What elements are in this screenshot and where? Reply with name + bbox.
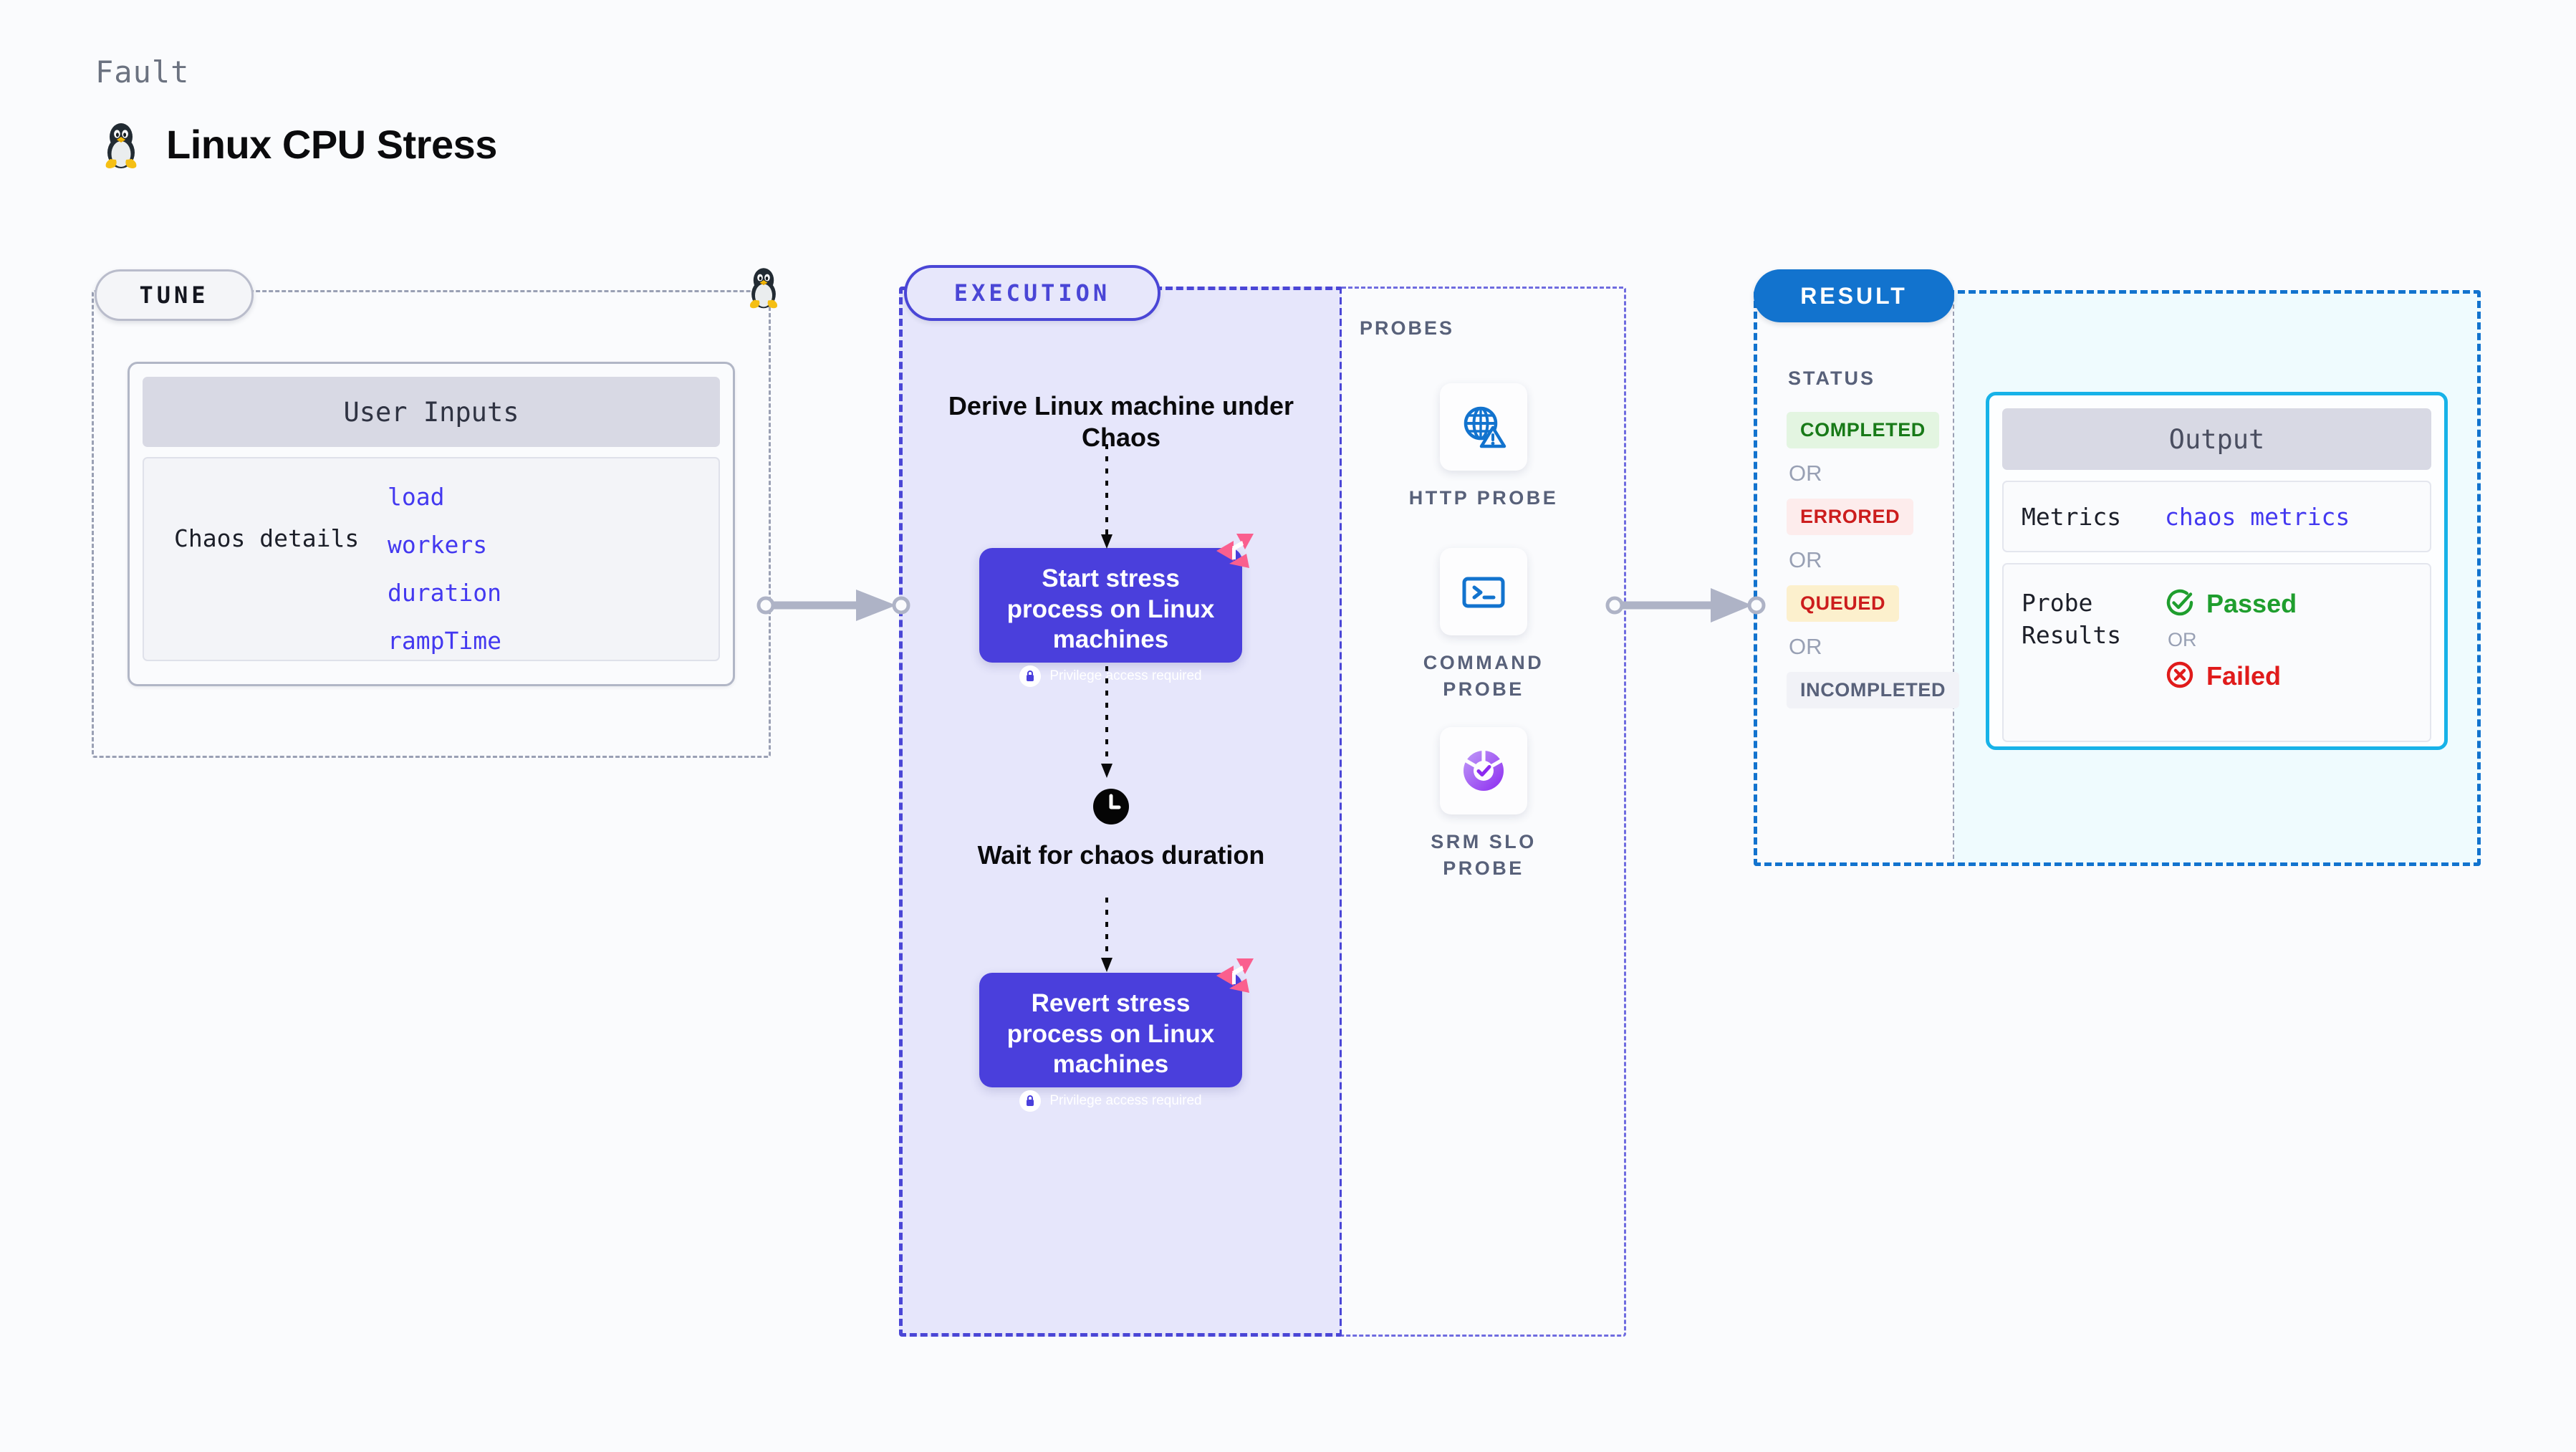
start-privilege-row: Privilege access required: [994, 665, 1228, 688]
harness-logo-icon: [1215, 532, 1255, 572]
connector-probes-to-result: [1605, 584, 1769, 630]
connector-tune-to-execution: [756, 584, 913, 630]
probe-results-row: Probe Results Passed OR: [2002, 563, 2431, 742]
start-stress-node-title: Start stress process on Linux machines: [1006, 564, 1215, 654]
linux-penguin-icon: [100, 118, 142, 170]
execution-tab[interactable]: EXECUTION: [904, 265, 1160, 321]
flow-arrow-start-to-wait: [1098, 666, 1115, 784]
page-title-row: Linux CPU Stress: [100, 118, 497, 170]
slo-check-donut-icon: [1440, 727, 1527, 814]
output-card: Output Metrics chaos metrics Probe Resul…: [1986, 392, 2448, 750]
probe-results-values: Passed OR Failed: [2165, 587, 2297, 693]
probe-srm-slo-label: SRM SLO PROBE: [1431, 831, 1537, 880]
probe-http-label: HTTP PROBE: [1408, 487, 1559, 509]
revert-privilege-row: Privilege access required: [994, 1090, 1228, 1112]
probe-results-key: Probe Results: [2022, 589, 2122, 649]
x-circle-icon: [2165, 660, 2195, 693]
chaos-details-label: Chaos details: [174, 524, 360, 552]
probe-srm-slo[interactable]: SRM SLO PROBE: [1390, 727, 1577, 883]
chaos-param-ramptime: rampTime: [388, 627, 501, 655]
probe-result-passed: Passed: [2165, 587, 2297, 620]
chaos-param-load: load: [388, 483, 445, 511]
status-badge-completed: COMPLETED: [1787, 412, 1939, 448]
chaos-params-list: load workers duration rampTime: [388, 483, 501, 655]
status-or-2: OR: [1789, 547, 1822, 572]
metrics-value: chaos metrics: [2165, 502, 2350, 531]
flow-arrow-wait-to-revert: [1098, 898, 1115, 979]
lock-icon: [1019, 1090, 1042, 1112]
linux-penguin-icon: [745, 264, 782, 312]
user-inputs-header: User Inputs: [143, 377, 720, 447]
chaos-param-workers: workers: [388, 531, 488, 559]
user-inputs-body: Chaos details load workers duration ramp…: [143, 457, 720, 661]
status-badge-errored: ERRORED: [1787, 499, 1914, 535]
revert-privilege-text: Privilege access required: [1049, 1093, 1202, 1109]
result-status-column: [1754, 290, 1954, 866]
flow-arrow-derive-to-start: [1098, 444, 1115, 554]
metrics-row: Metrics chaos metrics: [2002, 481, 2431, 552]
tune-region: [92, 290, 771, 758]
status-badge-incompleted: INCOMPLETED: [1787, 672, 1960, 708]
probe-result-passed-text: Passed: [2206, 589, 2297, 618]
check-circle-icon: [2165, 587, 2195, 620]
status-or-1: OR: [1789, 461, 1822, 486]
probe-result-or: OR: [2168, 629, 2197, 650]
probe-command-label: COMMAND PROBE: [1423, 652, 1544, 701]
derive-machine-step-label: Derive Linux machine under Chaos: [948, 391, 1294, 452]
start-privilege-text: Privilege access required: [1049, 668, 1202, 684]
lock-icon: [1019, 665, 1042, 688]
probe-result-failed: Failed: [2165, 660, 2297, 693]
status-list: COMPLETED OR ERRORED OR QUEUED OR INCOMP…: [1787, 412, 1960, 708]
revert-stress-node[interactable]: Revert stress process on Linux machines …: [979, 958, 1254, 1112]
clock-icon: [1092, 788, 1130, 828]
chaos-param-duration: duration: [388, 579, 501, 607]
probe-result-failed-text: Failed: [2206, 661, 2282, 691]
probes-section-label: PROBES: [1360, 317, 1455, 339]
metrics-key: Metrics: [2022, 502, 2122, 531]
fault-eyebrow-label: Fault: [95, 54, 190, 90]
probe-command[interactable]: COMMAND PROBE: [1390, 548, 1577, 703]
harness-logo-icon: [1215, 957, 1255, 997]
status-section-label: STATUS: [1788, 367, 1875, 389]
globe-warning-icon: [1440, 383, 1527, 471]
user-inputs-card: User Inputs Chaos details load workers d…: [128, 362, 735, 686]
status-badge-queued: QUEUED: [1787, 585, 1900, 622]
status-or-3: OR: [1789, 634, 1822, 659]
page-title: Linux CPU Stress: [166, 121, 497, 167]
probe-http[interactable]: HTTP PROBE: [1390, 383, 1577, 511]
revert-stress-node-title: Revert stress process on Linux machines: [1006, 989, 1215, 1079]
result-tab[interactable]: RESULT: [1754, 269, 1954, 322]
result-region: [1754, 290, 2481, 866]
terminal-prompt-icon: [1440, 548, 1527, 635]
wait-duration-label: Wait for chaos duration: [977, 840, 1265, 870]
start-stress-node[interactable]: Start stress process on Linux machines P…: [979, 534, 1254, 688]
tune-tab[interactable]: TUNE: [95, 269, 254, 321]
output-header: Output: [2002, 408, 2431, 470]
